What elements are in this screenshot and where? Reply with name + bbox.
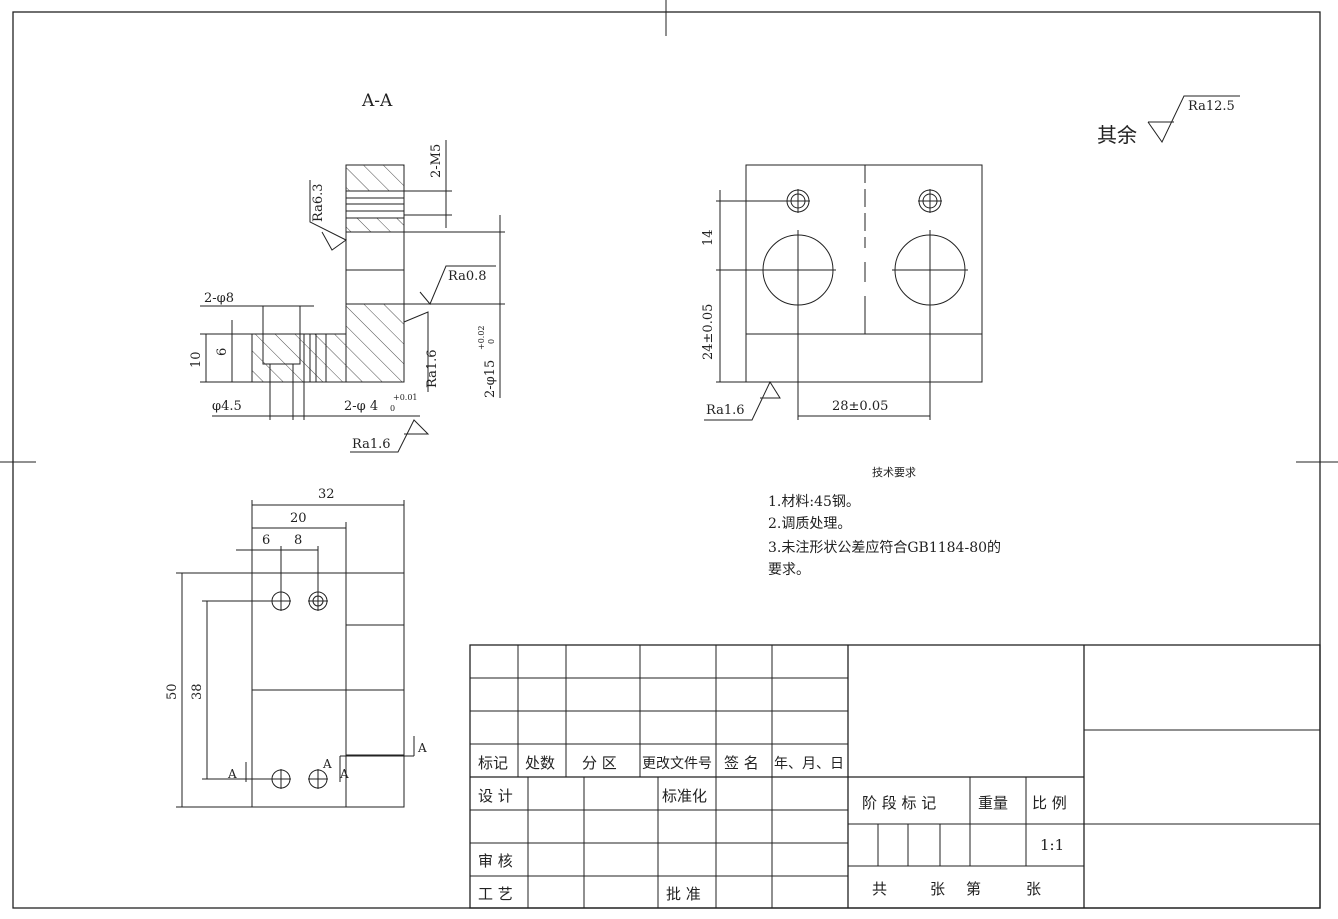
tb-sheets: 张 (930, 880, 945, 898)
tb-zone: 分 区 (582, 754, 617, 772)
tb-scale: 比 例 (1032, 794, 1067, 812)
tech-line-4: 要求。 (768, 562, 810, 578)
label-phi45: φ4.5 (212, 399, 242, 414)
label-phi4: 2-φ 4 (344, 399, 378, 414)
label-dim28: 28±0.05 (832, 399, 888, 414)
label-phi15-upper: +0.02 (477, 325, 486, 350)
label-dim32: 32 (318, 487, 335, 502)
label-dim6-top: 6 (262, 533, 270, 548)
title-block: 标记 处数 分 区 更改文件号 签 名 年、月、日 设 计 标准化 审 核 工 … (469, 644, 1321, 909)
tb-page: 第 (966, 880, 981, 898)
tb-standardize: 标准化 (662, 787, 707, 805)
label-phi15: 2-φ15 (483, 360, 498, 398)
label-a-mid: A (322, 757, 332, 771)
label-dim10: 10 (189, 351, 204, 368)
roughness-prefix: 其余 (1097, 123, 1137, 147)
tb-change-doc: 更改文件号 (642, 756, 712, 772)
tb-count: 处数 (525, 754, 555, 772)
tb-date: 年、月、日 (774, 756, 844, 772)
tb-total: 共 (872, 880, 887, 898)
tech-heading: 技术要求 (872, 466, 916, 479)
tb-approve: 批 准 (666, 885, 701, 903)
tb-process: 工 艺 (478, 885, 513, 903)
label-m5: 2-M5 (429, 144, 444, 178)
top-view: 32 20 6 8 50 38 A A A A (165, 487, 427, 808)
tech-line-3: 3.未注形状公差应符合GB1184-80的 (768, 539, 1001, 556)
label-ra08: Ra0.8 (448, 269, 487, 284)
label-dim50: 50 (165, 683, 180, 700)
label-dim38: 38 (190, 683, 205, 700)
label-phi8: 2-φ8 (204, 291, 234, 306)
tech-line-1: 1.材料:45钢。 (768, 494, 860, 510)
tb-mark: 标记 (478, 754, 508, 772)
label-a-top: A (417, 741, 427, 755)
label-ra16-bottom: Ra1.6 (352, 437, 391, 452)
label-phi4-lower: 0 (390, 404, 395, 413)
tb-design: 设 计 (478, 787, 513, 805)
tb-sign: 签 名 (724, 754, 759, 772)
section-view: A-A 2-M5 Ra6.3 Ra0.8 (189, 91, 505, 453)
tb-stage-mark: 阶 段 标 记 (862, 794, 936, 812)
label-phi4-upper: +0.01 (393, 393, 418, 402)
roughness-note: 其余 Ra12.5 (1097, 95, 1240, 147)
label-a-left: A (227, 767, 237, 781)
label-ra16-side: Ra1.6 (706, 403, 745, 418)
section-title: A-A (361, 91, 393, 111)
tb-review: 审 核 (478, 852, 513, 870)
tech-requirements: 技术要求 1.材料:45钢。 2.调质处理。 3.未注形状公差应符合GB1184… (768, 466, 1001, 578)
label-dim6: 6 (215, 348, 230, 356)
label-dim24: 24±0.05 (701, 304, 716, 360)
label-dim14: 14 (701, 229, 716, 246)
roughness-value: Ra12.5 (1188, 99, 1235, 114)
side-view: 14 24±0.05 28±0.05 Ra1.6 (701, 164, 983, 421)
tech-line-2: 2.调质处理。 (768, 516, 851, 532)
label-ra16-right: Ra1.6 (425, 349, 440, 388)
tb-sheet2: 张 (1026, 880, 1041, 898)
label-dim20: 20 (290, 511, 307, 526)
label-a-right: A (339, 767, 349, 781)
label-ra63: Ra6.3 (311, 183, 326, 222)
tb-weight: 重量 (978, 794, 1008, 812)
label-phi15-lower: 0 (487, 339, 496, 344)
tb-scale-value: 1:1 (1040, 836, 1064, 854)
label-dim8: 8 (294, 533, 302, 548)
